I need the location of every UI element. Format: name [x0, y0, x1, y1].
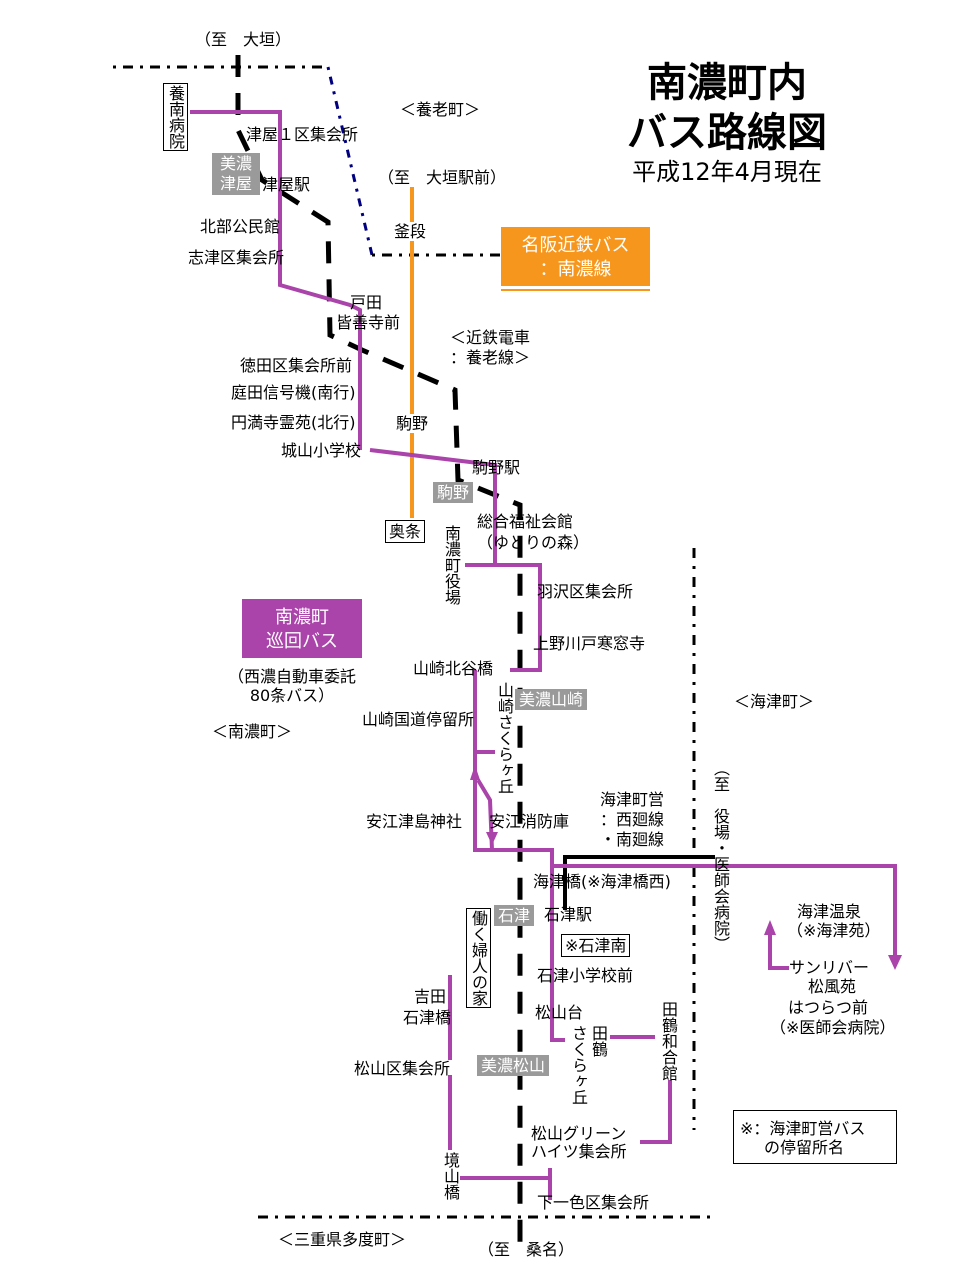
- legend-kaizu-line2: ：西廻線: [600, 810, 665, 829]
- stop-kaizu-bashi[interactable]: 海津橋(※海津橋西): [533, 872, 671, 891]
- stop-niwata[interactable]: 庭田信号機(南行): [231, 383, 356, 402]
- stop-ishikai-note: （※医師会病院）: [770, 1018, 896, 1037]
- direction-kuwana: （至 桑名）: [478, 1240, 575, 1259]
- station-mino-matsuyama[interactable]: 美濃松山: [477, 1055, 550, 1076]
- stop-ishizu-sho[interactable]: 石津小学校前: [537, 966, 634, 985]
- stop-komano-eki[interactable]: 駒野駅: [472, 458, 521, 477]
- map-title: 南濃町内 バス路線図: [612, 58, 842, 158]
- stop-sakuragaoka[interactable]: さくらヶ丘: [569, 1025, 588, 1105]
- stop-yamazaki-sakura[interactable]: 山崎さくらヶ丘: [495, 682, 514, 794]
- stop-hatsuratsu[interactable]: はつらつ前: [788, 998, 869, 1017]
- stop-tazuru-wago[interactable]: 田鶴和合館: [659, 1001, 678, 1081]
- arrow-up-icon: [764, 920, 776, 935]
- legend-junkai-line2: 巡回バス: [266, 631, 338, 652]
- legend-kintetsu-line2: ：養老線＞: [450, 348, 531, 367]
- title-line1: 南濃町内: [647, 60, 807, 106]
- arrow-down-icon: [486, 832, 498, 845]
- direction-yakuba: （至 役場・医師会病院）: [711, 760, 730, 952]
- station-mino-yamazaki[interactable]: 美濃山崎: [515, 689, 588, 710]
- stop-shofuen[interactable]: 松風苑: [808, 977, 857, 996]
- stop-tazuru[interactable]: 田鶴: [589, 1025, 608, 1057]
- stop-onsen[interactable]: 海津温泉: [797, 902, 862, 921]
- stop-shizu[interactable]: 志津区集会所: [188, 248, 285, 267]
- legend-meihan-line2: ：南濃線: [539, 259, 612, 280]
- stop-emmanji[interactable]: 円満寺霊苑(北行): [231, 413, 356, 432]
- stop-ishizu-eki[interactable]: 石津駅: [544, 905, 593, 924]
- stop-yoshida[interactable]: 吉田: [414, 987, 447, 1006]
- stop-green1[interactable]: 松山グリーン: [531, 1124, 627, 1143]
- asterisk-note-line1: ※：海津町営バス: [740, 1119, 866, 1138]
- legend-kaizu-bus: 海津町営 ：西廻線 ・南廻線: [600, 790, 664, 850]
- asterisk-note-line2: の停留所名: [764, 1138, 845, 1157]
- legend-kintetsu-line1: ＜近鉄電車: [450, 328, 531, 347]
- arrow-down-icon: [888, 955, 902, 970]
- station-ishizu[interactable]: 石津: [494, 905, 535, 926]
- town-nanno: ＜南濃町＞: [212, 722, 293, 741]
- asterisk-note: ※：海津町営バス の停留所名: [733, 1110, 897, 1164]
- stop-komano-bus[interactable]: 駒野: [396, 414, 429, 433]
- stop-ishizu-minami[interactable]: ※石津南: [561, 934, 631, 957]
- stop-yutori[interactable]: （ゆとりの森）: [477, 533, 590, 552]
- stop-green2[interactable]: ハイツ集会所: [531, 1142, 627, 1161]
- stop-fukushi[interactable]: 総合福祉会館: [477, 512, 574, 531]
- stop-shimoisshiki[interactable]: 下一色区集会所: [537, 1193, 650, 1212]
- border-yoro: [326, 66, 374, 256]
- stop-yamazaki-kitadani[interactable]: 山崎北谷橋: [413, 659, 494, 678]
- town-kaizu: ＜海津町＞: [734, 692, 815, 711]
- direction-ogaki: （至 大垣）: [195, 30, 292, 49]
- legend-junkai-note1: （西濃自動車委託: [228, 667, 357, 686]
- legend-meihan-bus: 名阪近鉄バス ：南濃線: [501, 227, 650, 291]
- stop-younan-hospital[interactable]: 養南病院: [163, 83, 188, 151]
- stop-kaizenji[interactable]: 皆善寺前: [336, 313, 401, 332]
- title-line2: バス路線図: [627, 110, 827, 156]
- stop-hokubu[interactable]: 北部公民館: [200, 217, 281, 236]
- direction-ogaki-station: （至 大垣駅前）: [378, 168, 507, 187]
- town-tado: ＜三重県多度町＞: [278, 1230, 407, 1249]
- stop-ishizu-bashi[interactable]: 石津橋: [403, 1008, 452, 1027]
- kaizu-bus-line: [563, 855, 715, 910]
- stop-kamadan[interactable]: 釜段: [394, 222, 427, 241]
- stop-toda[interactable]: 戸田: [350, 293, 383, 312]
- stop-okujo[interactable]: 奥条: [385, 520, 426, 543]
- legend-junkai-bus: 南濃町 巡回バス: [242, 599, 362, 661]
- legend-kaizu-line3: ・南廻線: [600, 830, 665, 849]
- stop-yasue-shobo[interactable]: 安江消防庫: [489, 812, 570, 831]
- stop-shiroyama[interactable]: 城山小学校: [281, 441, 362, 460]
- station-komano[interactable]: 駒野: [433, 482, 474, 503]
- stop-onsen-note: （※海津苑）: [787, 921, 881, 940]
- stop-matsuyamadai[interactable]: 松山台: [535, 1003, 584, 1022]
- legend-junkai-note2: 80条バス）: [249, 686, 335, 705]
- arrow-up-icon: [470, 765, 480, 780]
- stop-tsuya1[interactable]: 津屋１区集会所: [246, 125, 359, 144]
- map-subtitle: 平成12年4月現在: [632, 158, 822, 186]
- stop-hataraku[interactable]: 働く婦人の家: [466, 908, 491, 1008]
- station-mino-tsuya[interactable]: 美濃津屋: [212, 153, 260, 195]
- stop-tsuya-eki[interactable]: 津屋駅: [262, 175, 311, 194]
- stop-hanezawa[interactable]: 羽沢区集会所: [537, 582, 634, 601]
- legend-kintetsu: ＜近鉄電車 ：養老線＞: [450, 328, 530, 368]
- stop-yasue-tsushima[interactable]: 安江津島神社: [366, 812, 463, 831]
- stop-sunriver[interactable]: サンリバー: [789, 958, 870, 977]
- town-yoro: ＜養老町＞: [400, 100, 481, 119]
- stop-yamazaki-kokudo[interactable]: 山崎国道停留所: [362, 710, 475, 729]
- stop-matsuyama-ku[interactable]: 松山区集会所: [354, 1059, 451, 1078]
- stop-yakuba[interactable]: 南濃町役場: [442, 525, 461, 605]
- stop-kaminogawado[interactable]: 上野川戸寒窓寺: [533, 634, 646, 653]
- stop-tokuda[interactable]: 徳田区集会所前: [240, 356, 353, 375]
- stop-sakaiyama[interactable]: 境山橋: [441, 1152, 460, 1200]
- legend-kaizu-line1: 海津町営: [600, 790, 665, 809]
- legend-meihan-line1: 名阪近鉄バス: [521, 235, 630, 256]
- legend-junkai-note: （西濃自動車委託 80条バス）: [228, 667, 356, 705]
- legend-junkai-line1: 南濃町: [275, 607, 329, 628]
